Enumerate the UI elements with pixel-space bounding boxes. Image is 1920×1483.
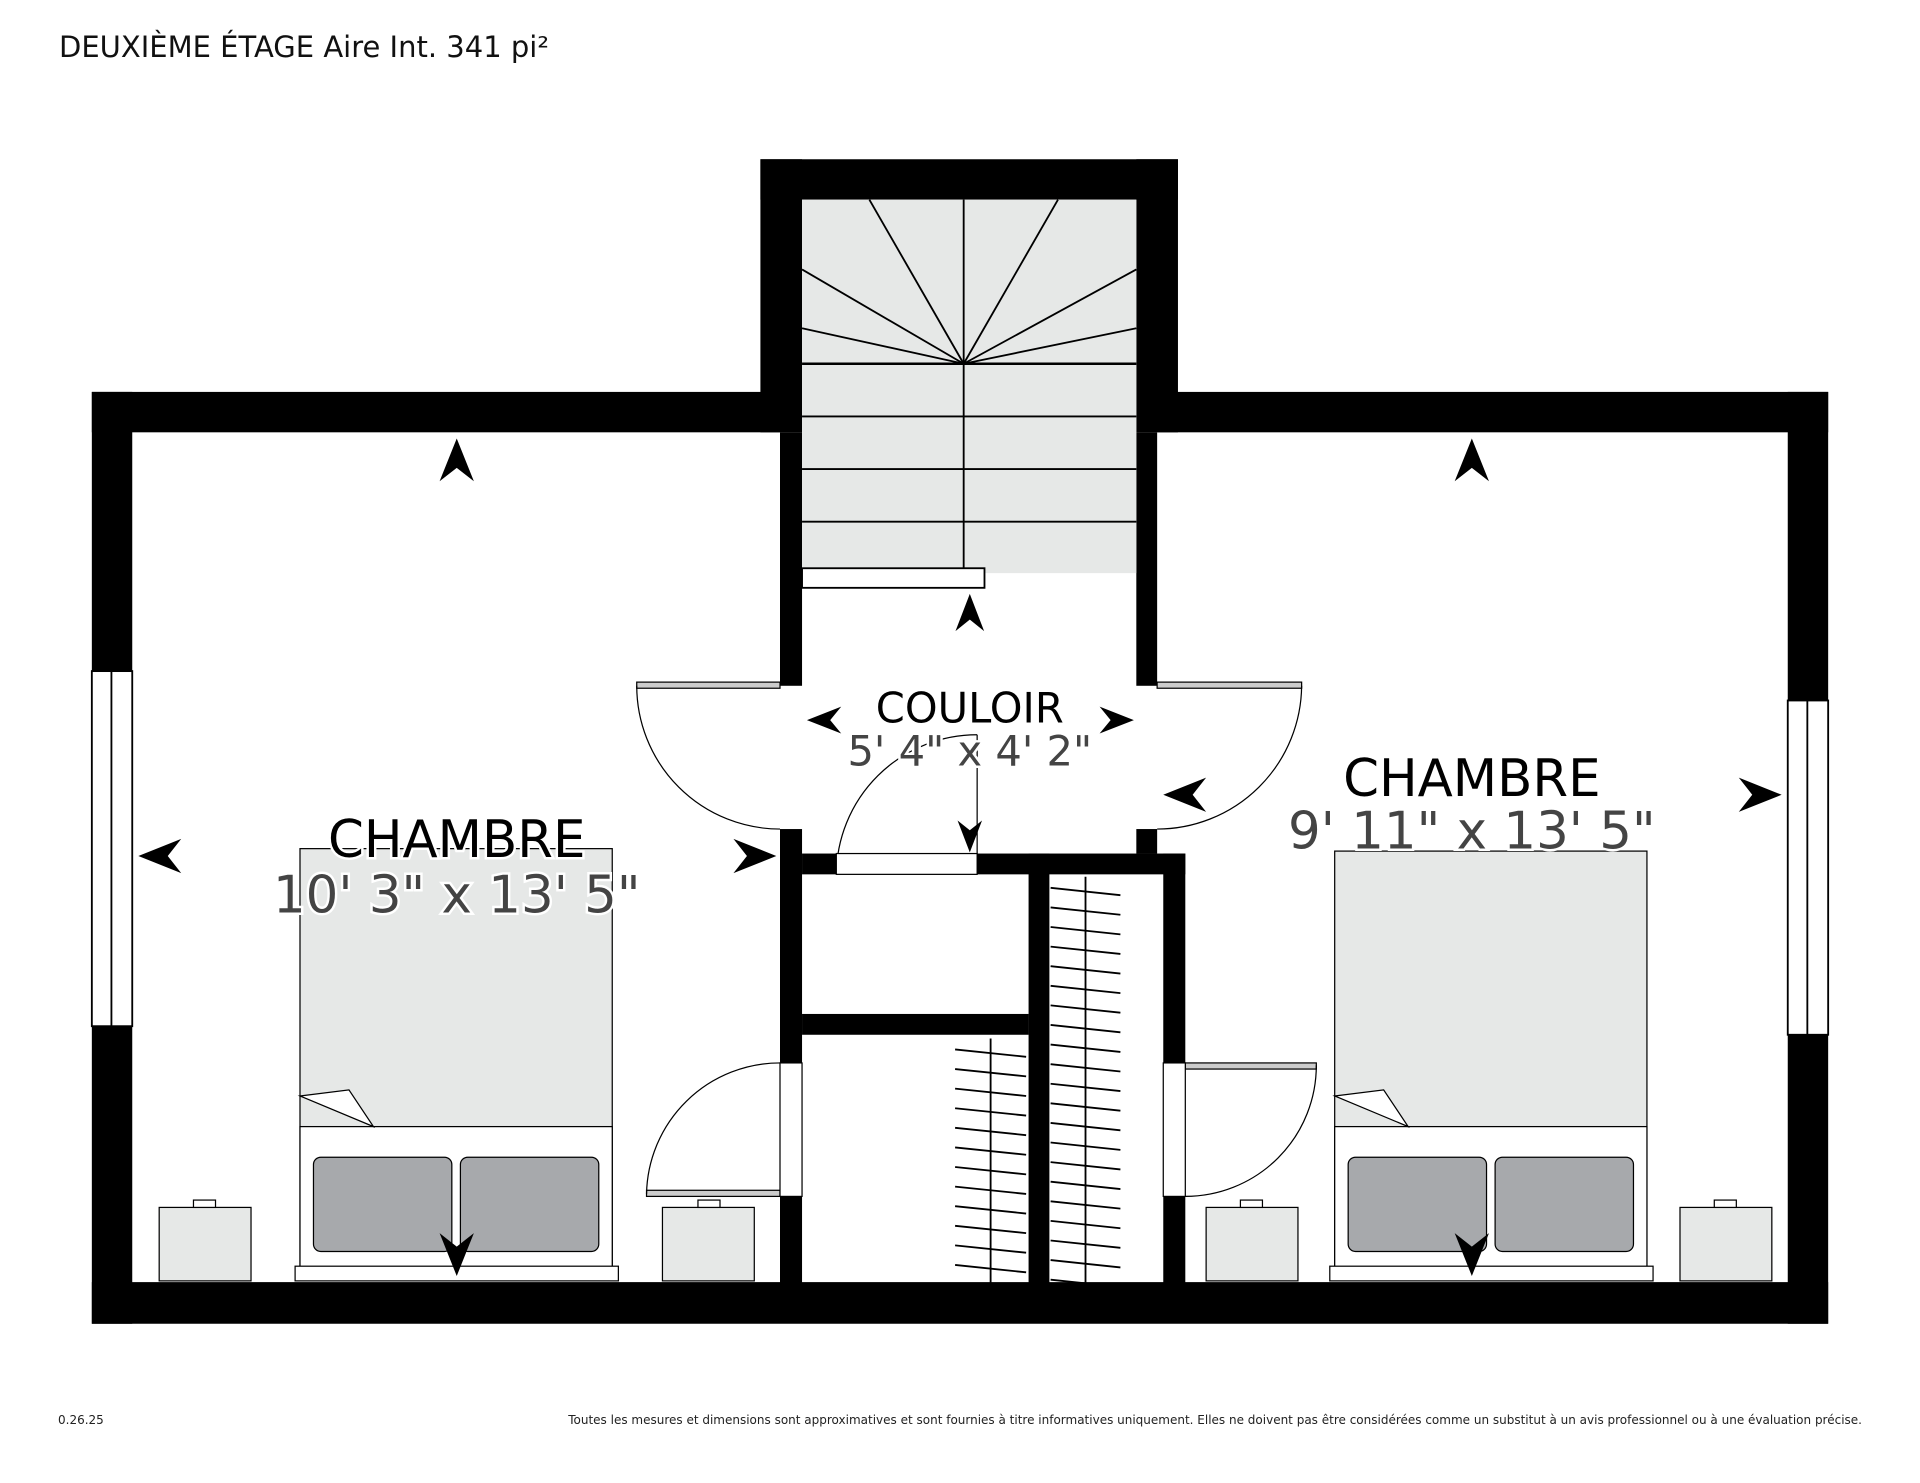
room-dims-couloir: 5' 4" x 4' 2" xyxy=(847,726,1092,775)
floor-title: DEUXIÈME ÉTAGE Aire Int. 341 pi² xyxy=(59,30,549,64)
nightstands xyxy=(158,1199,1773,1282)
room-name-couloir: COULOIR xyxy=(876,684,1064,733)
staircase xyxy=(801,199,1137,632)
doors xyxy=(636,681,1317,1198)
version-label: 0.26.25 xyxy=(58,1413,104,1427)
windows xyxy=(90,670,1830,1036)
room-name-chambre-2: CHAMBRE xyxy=(1343,749,1601,809)
disclaimer: Toutes les mesures et dimensions sont ap… xyxy=(568,1413,1862,1427)
room-name-chambre-1: CHAMBRE xyxy=(328,810,586,870)
walls xyxy=(91,159,1829,1324)
room-dims-chambre-2: 9' 11" x 13' 5" xyxy=(1288,802,1656,862)
room-dims-chambre-1: 10' 3" x 13' 5" xyxy=(273,865,641,925)
room-labels: CHAMBRE 10' 3" x 13' 5" COULOIR 5' 4" x … xyxy=(270,681,1658,928)
dimension-arrows xyxy=(138,438,1782,1276)
closet-hangers xyxy=(955,876,1121,1293)
bed-right xyxy=(1329,850,1654,1282)
